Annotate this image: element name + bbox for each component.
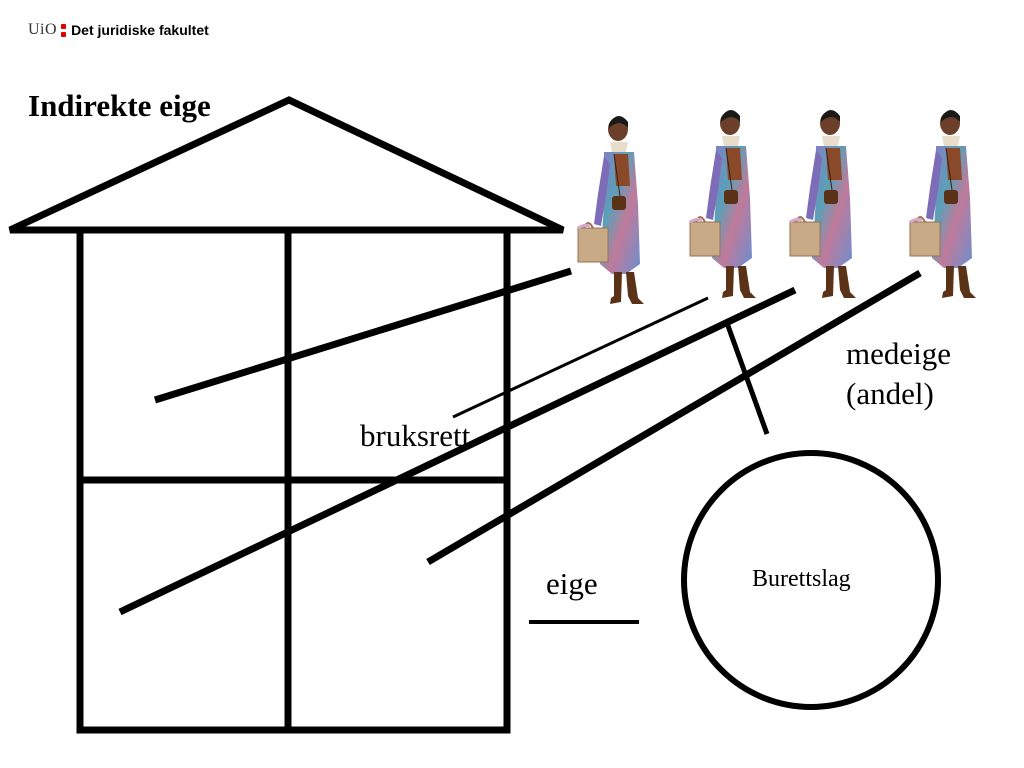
uio-wordmark: UiO xyxy=(28,21,58,38)
shopper-woman-3-icon xyxy=(788,108,858,300)
shopper-woman-1-icon xyxy=(576,114,646,306)
line-person3-to-unit xyxy=(118,286,797,616)
faculty-name: Det juridiske fakultet xyxy=(71,22,209,38)
burettslag-label: Burettslag xyxy=(752,566,851,592)
eige-label: eige xyxy=(546,566,598,601)
line-person4-to-unit xyxy=(426,269,922,566)
bruksrett-label: bruksrett xyxy=(360,418,471,453)
shopper-woman-2-icon xyxy=(688,108,758,300)
line-person2-bruksrett xyxy=(452,296,709,419)
uio-faculty-logo: UiO Det juridiske fakultet xyxy=(28,20,209,40)
medeige-label-line1: medeige xyxy=(846,336,952,371)
line-person1-to-unit xyxy=(153,267,573,404)
line-andel-to-burettslag xyxy=(724,322,770,435)
uio-logo-dots-icon xyxy=(61,23,67,37)
medeige-label-line2: (andel) xyxy=(846,376,934,411)
burettslag-circle xyxy=(681,450,941,710)
slide-title: Indirekte eige xyxy=(28,88,211,123)
shopper-woman-4-icon xyxy=(908,108,978,300)
house-roof xyxy=(8,96,565,234)
medeige-label: medeige (andel) xyxy=(846,334,951,414)
